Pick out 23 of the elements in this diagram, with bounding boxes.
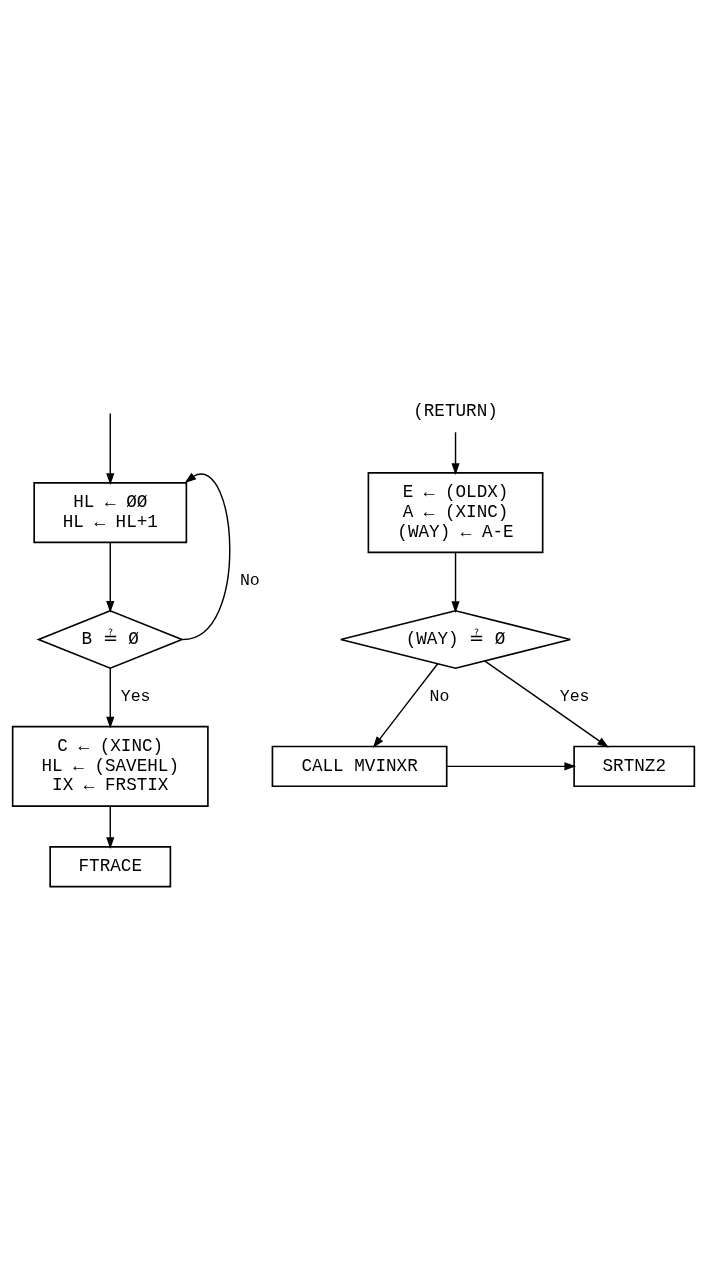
arrow <box>483 660 609 748</box>
arrow <box>106 412 115 486</box>
edge-label: Yes <box>559 687 590 707</box>
edge-label: No <box>239 571 260 591</box>
node-diamond: B ≟ Ø <box>36 609 185 670</box>
node-diamond: (WAY) ≟ Ø <box>340 609 572 670</box>
arrow <box>106 667 115 729</box>
node-box: C ← (XINC) HL ← (SAVEHL) IX ← FRSTIX <box>11 725 209 807</box>
arrow <box>451 551 460 613</box>
node-text: (RETURN) <box>413 401 498 422</box>
arrow <box>451 431 460 475</box>
node-box: FTRACE <box>49 846 172 888</box>
edge-label: No <box>429 687 450 707</box>
arrow <box>106 541 115 613</box>
arrow <box>106 805 115 849</box>
arrow <box>372 663 439 748</box>
node-box: SRTNZ2 <box>573 745 696 788</box>
arrow <box>446 762 577 771</box>
node-box: CALL MVINXR <box>271 745 448 788</box>
node-box: E ← (OLDX) A ← (XINC) (WAY) ← A-E <box>367 472 544 554</box>
edge-label: Yes <box>120 687 151 707</box>
arrow <box>182 472 231 641</box>
node-box: HL ← ØØ HL ← HL+1 <box>33 482 188 544</box>
